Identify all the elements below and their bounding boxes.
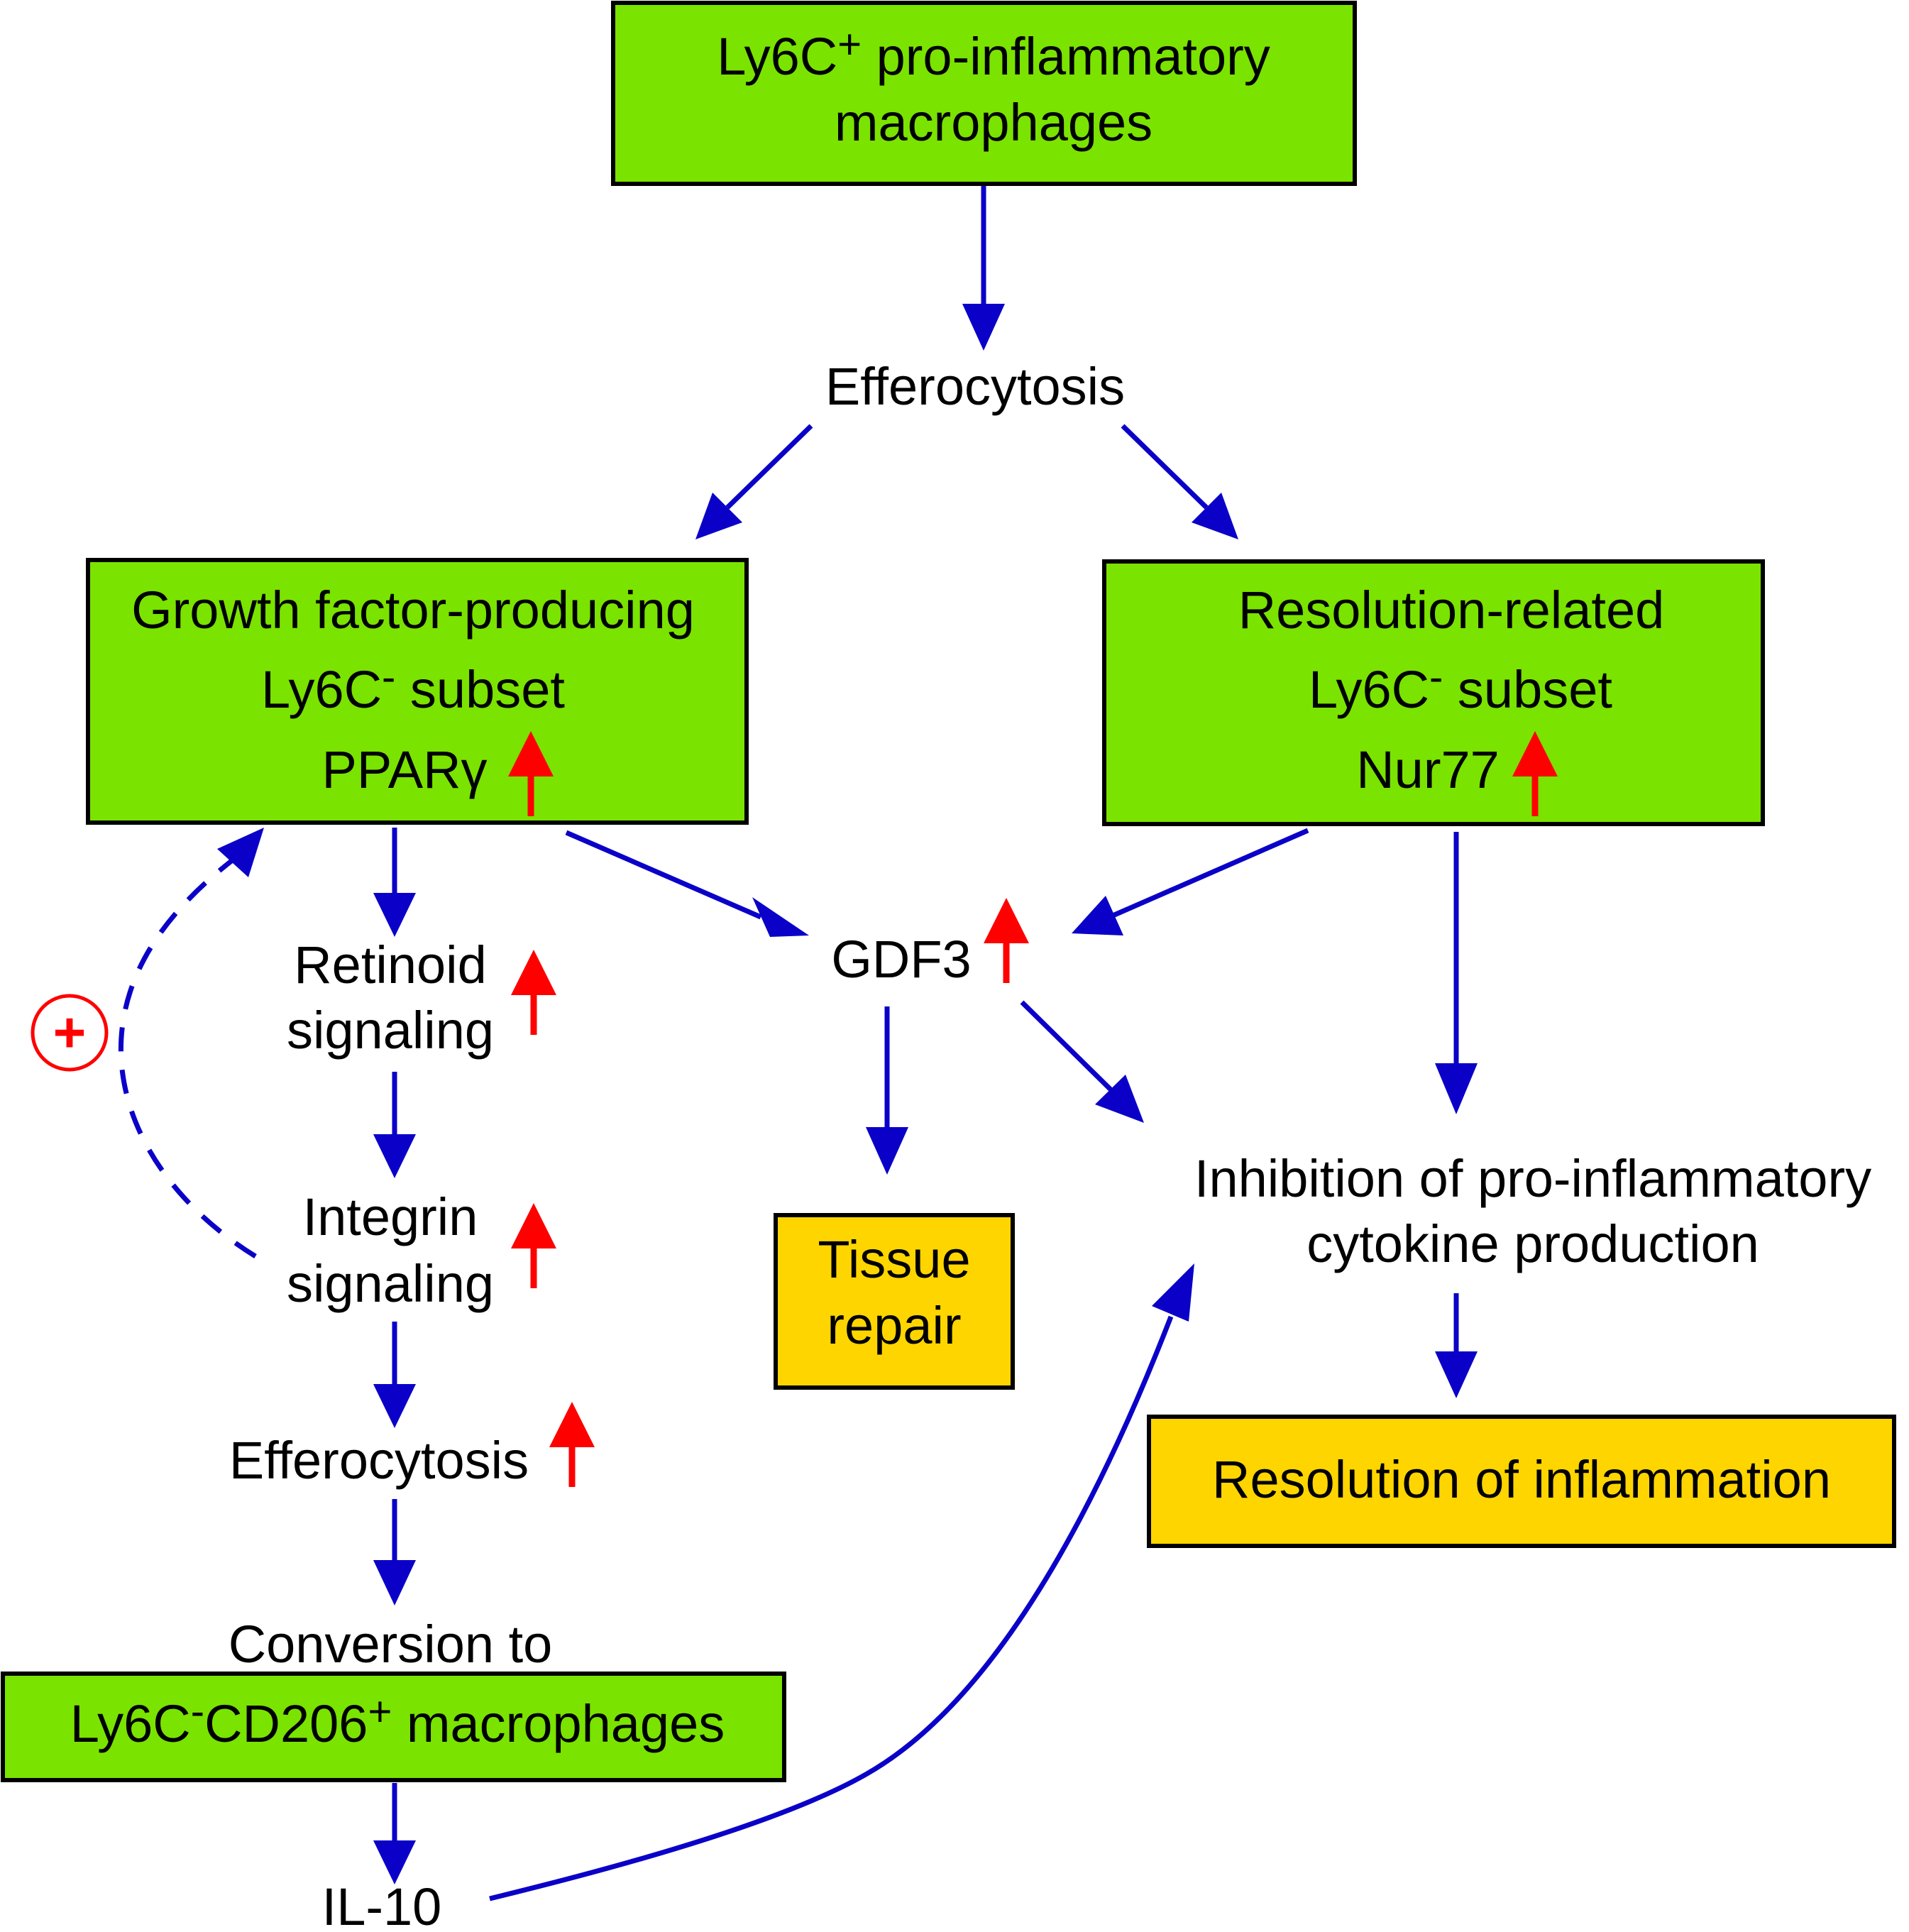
up-arrow-nur77 — [1512, 731, 1558, 816]
arrow-resolution-to-gdf3 — [1072, 828, 1309, 935]
up-arrow-retinoid — [511, 950, 556, 1035]
arrow-efferocytosis-to-resolution — [1121, 424, 1238, 539]
resolution-of-inflammation-label: Resolution of inflammation — [1212, 1450, 1831, 1509]
integrin-line1: Integrin — [303, 1187, 478, 1246]
up-arrow-gdf3 — [984, 898, 1029, 983]
arrow-gdf3-to-inhibition — [1020, 1000, 1144, 1123]
resolution-related-line2: Ly6C- subset — [1309, 654, 1612, 719]
cd206-sup2: + — [368, 1689, 392, 1735]
ly6c-plus-box — [611, 1, 1357, 186]
growth-ly6c-main: Ly6C — [261, 660, 382, 719]
growth-factor-box — [86, 558, 749, 825]
arrow-il10-to-inhibition — [489, 1263, 1194, 1901]
ly6c-plus-rest: pro-inflammatory — [862, 27, 1270, 86]
cd206-label: Ly6C-CD206+ macrophages — [70, 1689, 725, 1753]
ly6c-plus-title: Ly6C+ pro-inflammatory — [717, 21, 1270, 86]
resolution-related-box — [1102, 559, 1765, 826]
arrow-gdf3-to-tissue-repair — [866, 1006, 908, 1175]
cd206-part3: macrophages — [392, 1694, 725, 1753]
integrin-line2: signaling — [287, 1254, 494, 1313]
resolution-ly6c-sup: - — [1429, 654, 1443, 701]
growth-ly6c-rest: subset — [395, 660, 565, 719]
gdf3-label: GDF3 — [831, 930, 971, 989]
efferocytosis-top-label: Efferocytosis — [825, 357, 1125, 416]
arrow-integrin-to-efferocytosis — [373, 1322, 416, 1428]
plus-symbol: + — [53, 1001, 87, 1064]
arrow-inhibition-to-resolution — [1435, 1293, 1478, 1398]
ly6c-plus-line2: macrophages — [835, 93, 1152, 152]
arrow-efferocytosis-to-growth — [695, 424, 813, 539]
cd206-part2: CD206 — [204, 1694, 368, 1753]
arrow-efferocytosis-to-conversion — [373, 1499, 416, 1606]
positive-feedback-loop — [119, 828, 264, 1258]
il10-label: IL-10 — [322, 1877, 442, 1932]
up-arrow-pparg — [508, 731, 554, 816]
ppar-gamma-label: PPARγ — [321, 740, 487, 799]
resolution-ly6c-main: Ly6C — [1309, 660, 1429, 719]
cd206-part1: Ly6C — [70, 1694, 191, 1753]
inhibition-line2: cytokine production — [1306, 1214, 1759, 1273]
cd206-sup1: - — [191, 1689, 204, 1735]
arrow-retinoid-to-integrin — [373, 1072, 416, 1178]
tissue-repair-line1: Tissue — [818, 1230, 970, 1289]
cd206-box — [1, 1672, 786, 1782]
efferocytosis-lower-label: Efferocytosis — [229, 1431, 529, 1490]
resolution-ly6c-rest: subset — [1443, 660, 1612, 719]
nur77-label: Nur77 — [1356, 740, 1500, 799]
arrow-resolution-to-inhibition — [1435, 832, 1478, 1114]
up-arrow-integrin — [511, 1203, 556, 1288]
growth-ly6c-sup: - — [382, 654, 395, 701]
ly6c-plus-sup: + — [837, 21, 862, 67]
arrow-growth-to-retinoid — [373, 828, 416, 937]
retinoid-line1: Retinoid — [294, 935, 487, 994]
positive-feedback-badge: + — [31, 994, 109, 1072]
arrow-growth-to-gdf3 — [565, 830, 809, 937]
resolution-related-line1: Resolution-related — [1238, 581, 1665, 640]
up-arrow-efferocytosis — [549, 1402, 595, 1487]
conversion-label: Conversion to — [229, 1615, 553, 1674]
inhibition-line1: Inhibition of pro-inflammatory — [1194, 1149, 1871, 1208]
ly6c-plus-main: Ly6C — [717, 27, 837, 86]
arrow-cd206-to-il10 — [373, 1783, 416, 1884]
growth-factor-line2: Ly6C- subset — [261, 654, 565, 719]
growth-factor-line1: Growth factor-producing — [131, 581, 695, 640]
arrow-top-to-efferocytosis — [962, 186, 1005, 351]
resolution-of-inflammation-box — [1147, 1415, 1896, 1548]
retinoid-line2: signaling — [287, 1001, 494, 1060]
tissue-repair-line2: repair — [827, 1296, 961, 1355]
tissue-repair-box — [774, 1213, 1015, 1390]
